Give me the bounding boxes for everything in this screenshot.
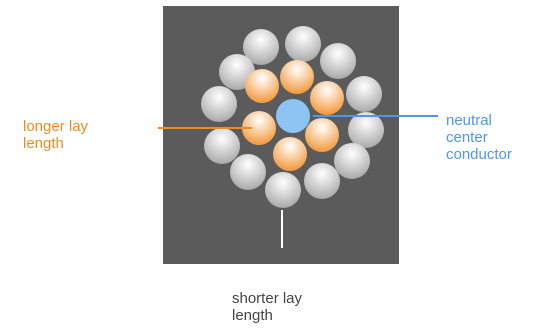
longer-lay-length-label: longer lay length (23, 118, 143, 152)
shorter-lay-length-label: shorter lay length (232, 290, 342, 324)
inner-strand (305, 118, 339, 152)
outer-strand (346, 76, 382, 112)
outer-strand (243, 29, 279, 65)
inner-strand (280, 60, 314, 94)
neutral-center-label-line3: conductor (446, 146, 512, 163)
neutral-center-label-line1: neutral (446, 112, 492, 129)
inner-strand-layer (242, 60, 344, 171)
inner-strand (273, 137, 307, 171)
neutral-center-conductor-label: neutral center conductor (446, 112, 546, 163)
outer-strand (201, 86, 237, 122)
outer-strand (265, 172, 301, 208)
inner-strand (310, 81, 344, 115)
outer-strand (230, 154, 266, 190)
neutral-center-label-line2: center (446, 129, 488, 146)
outer-strand (348, 112, 384, 148)
longer-lay-label-line1: longer lay (23, 118, 89, 135)
inner-strand (242, 111, 276, 145)
outer-strand (285, 26, 321, 62)
outer-strand (334, 143, 370, 179)
inner-strand (245, 69, 279, 103)
shorter-lay-label-line1: shorter lay (232, 290, 303, 307)
longer-lay-label-line2: length (23, 135, 64, 152)
neutral-center-conductor (276, 99, 310, 133)
outer-strand (320, 43, 356, 79)
outer-strand (204, 128, 240, 164)
shorter-lay-label-line2: length (232, 307, 273, 324)
outer-strand (304, 163, 340, 199)
